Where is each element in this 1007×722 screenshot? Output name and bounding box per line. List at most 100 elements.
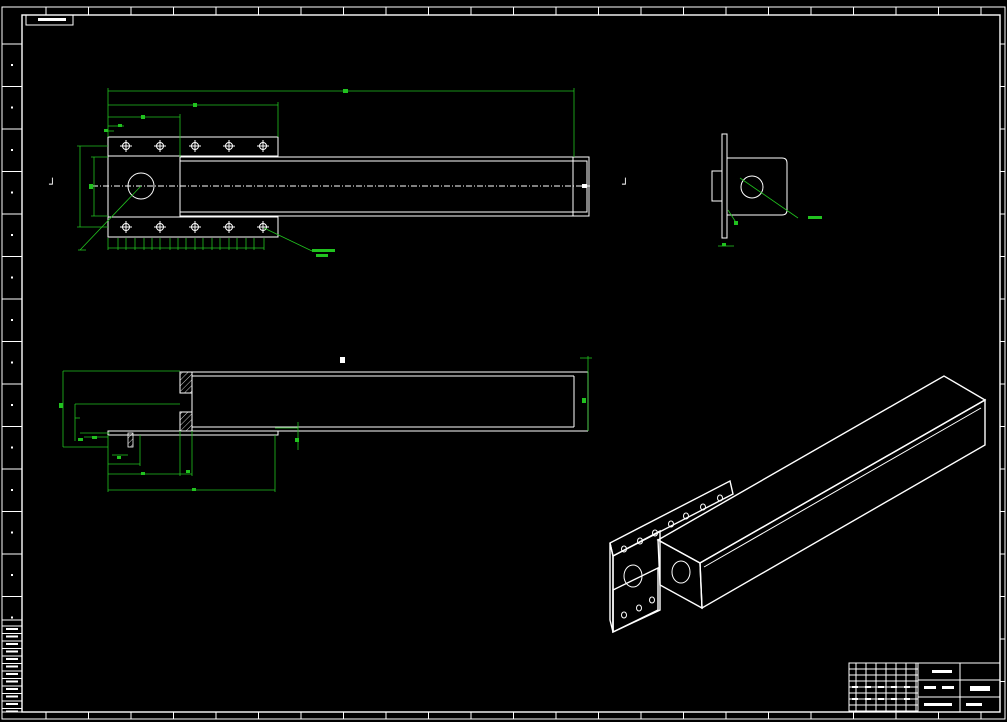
dim-chain-ticks [107,238,265,250]
tube-end-stub [711,170,723,202]
bolt-holes [120,140,269,233]
iso-end-plate [612,529,661,634]
side-plate-outline [727,157,788,216]
tb-text [852,698,858,700]
frame-tick-mark [11,574,13,576]
iso-bolt-hole [637,537,643,545]
side-table-text [6,688,18,690]
side-table-text [6,643,18,645]
tb-text [865,686,871,688]
dim-text [141,472,145,475]
frame-tick-mark [11,319,13,321]
section-view [59,356,592,492]
end-mark [582,184,587,188]
dim-text [722,243,726,246]
dim-text [193,103,197,107]
iso-bolt-hole [636,604,642,612]
dim-text [192,488,196,491]
front-view [92,136,590,238]
dim-text [89,184,93,189]
iso-bolt-hole [717,494,723,502]
side-hole [740,175,764,199]
dim-text [141,115,145,119]
dim-text [92,436,97,439]
flange-plate-section [107,430,279,436]
tb-text [904,686,910,688]
title-block-grid [849,663,918,712]
frame-tick-mark [11,489,13,491]
side-view: ┘ [622,133,822,247]
dim-text [295,438,299,442]
title-block [848,662,1001,713]
frame-tick-mark [11,64,13,66]
drawing-number-box [25,14,74,26]
frame-tick-mark [11,616,13,619]
frame-tick-mark [11,531,13,534]
leader-bolt-holes [263,227,313,252]
side-table-text [6,703,18,705]
dim-text [78,438,83,441]
section-mark-b: ┘ [622,177,629,191]
sheet-frame [1,6,1006,720]
isometric-view [609,375,987,634]
iso-edge-highlight [703,407,982,568]
iso-tube-end [657,538,703,610]
tb-text [904,698,910,700]
leader-note [312,249,335,252]
drawing-number-text [38,18,66,21]
hatch-wall-bottom [179,411,193,432]
iso-bolt-hole [621,611,627,619]
iso-bottom-plate [612,566,659,634]
frame-ticks-left [2,43,22,619]
bolt-section [127,432,134,448]
side-table-text [6,673,18,675]
dim-text [582,398,586,403]
frame-tick-mark [11,446,13,449]
square-tube-outer [179,156,590,217]
tb-text [878,698,884,700]
iso-bolt-hole [700,503,706,511]
inner-border [21,14,1001,713]
title-text [970,686,990,691]
plate-edge [721,133,728,239]
title-text [932,670,952,673]
dim-text [104,129,108,132]
iso-tube-side [699,398,986,610]
leader-large-hole [79,185,142,251]
title-text [942,686,954,689]
frame-ticks-bottom [45,712,982,719]
iso-bolt-hole [649,596,655,604]
iso-bolt-hole [652,529,658,537]
frame-tick-mark [11,191,13,194]
side-table-text [6,680,18,683]
leader-note [808,216,822,219]
dim-text [118,124,122,127]
title-text [924,686,936,689]
iso-large-hole [623,564,643,588]
side-table-text [6,650,18,653]
tb-text [852,686,858,688]
side-table-text [6,628,18,630]
dim-text [186,470,190,473]
frame-tick-mark [11,361,13,364]
leader-note [316,254,328,257]
title-text [924,703,952,706]
side-table-text [6,710,18,713]
top-flange-plate [107,136,279,157]
frame-ticks-right [1000,43,1005,682]
frame-tick-mark [11,404,13,406]
iso-tube-top [656,375,987,564]
hatch-wall-top [179,371,193,394]
iso-bolt-hole [683,512,689,520]
side-table-text [6,635,18,638]
leader-side-hole [739,177,799,219]
iso-bolt-holes [621,494,723,619]
frame-tick-mark [11,106,13,109]
frame-tick-mark [11,276,13,279]
side-table-text [6,695,18,698]
title-text [966,703,982,706]
frame-tick-mark [11,149,13,151]
frame-tick-mark [11,234,13,236]
side-table-text [6,658,18,660]
